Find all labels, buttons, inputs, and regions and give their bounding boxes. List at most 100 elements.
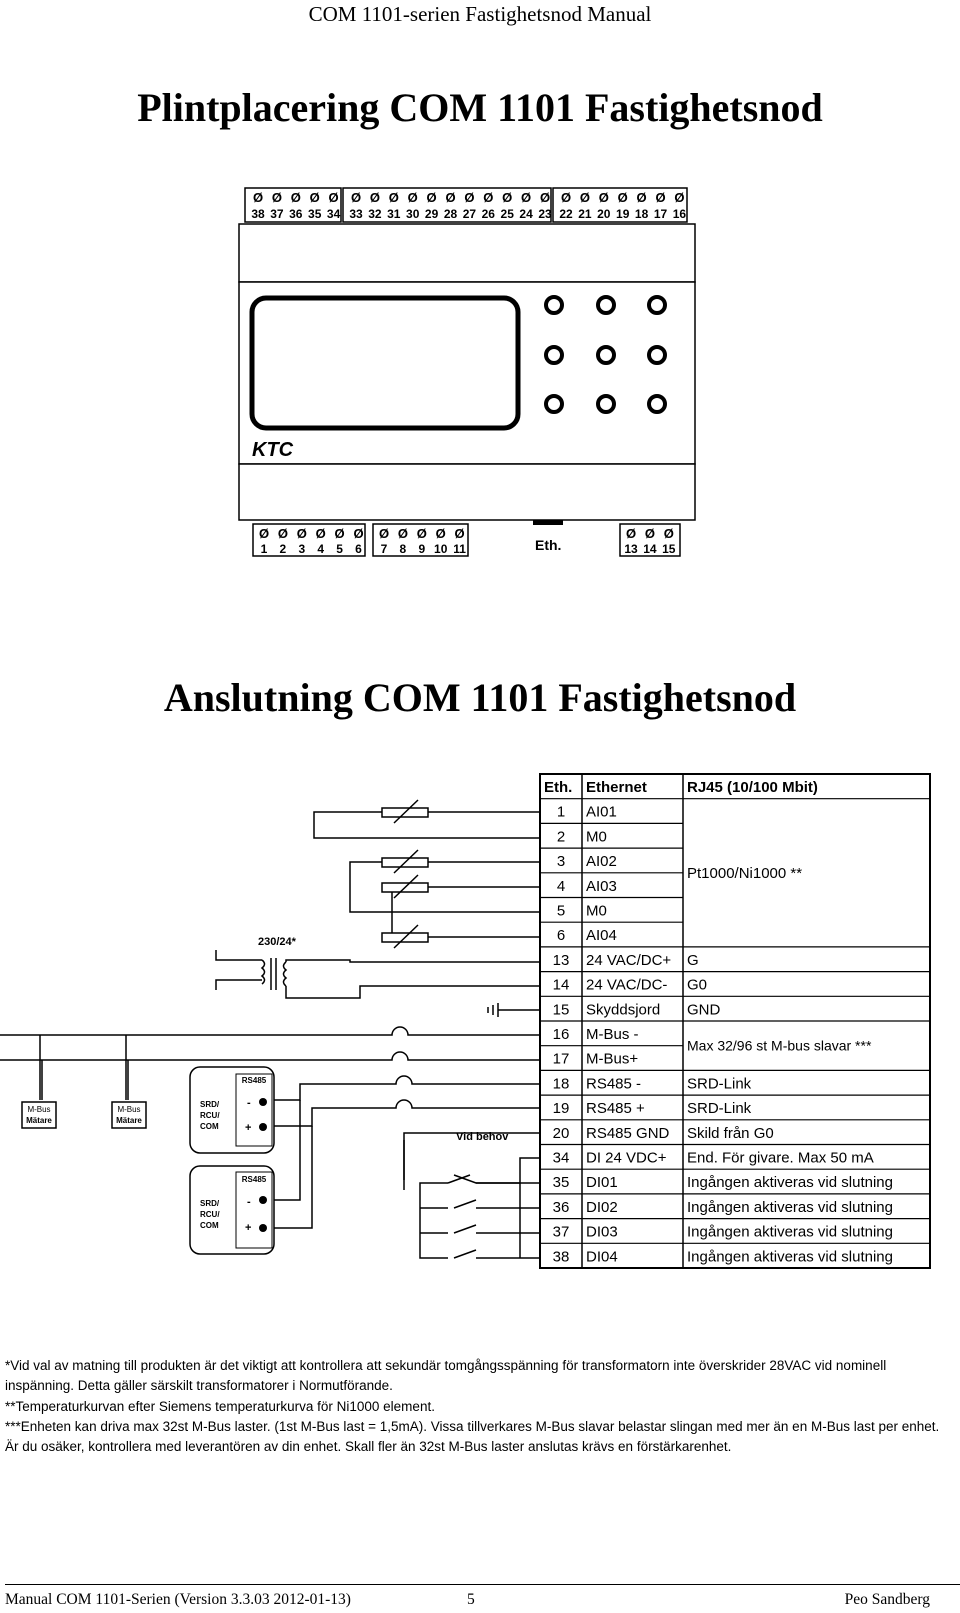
terminal-symbol: Ø <box>483 190 493 205</box>
display-window <box>249 295 521 431</box>
svg-text:Mätare: Mätare <box>116 1116 142 1125</box>
table-cell-signal: AI03 <box>586 878 617 895</box>
terminal-number: 32 <box>368 207 382 221</box>
table-cell-signal: RS485 GND <box>586 1125 670 1142</box>
table-cell-description: Ingången aktiveras vid slutning <box>687 1199 893 1216</box>
terminal-symbol: Ø <box>664 526 674 541</box>
table-cell-signal: DI02 <box>586 1199 618 1216</box>
terminal-symbol: Ø <box>436 526 446 541</box>
table-cell-signal: Skyddsjord <box>586 1001 660 1018</box>
svg-text:COM: COM <box>200 1221 219 1230</box>
table-cell-description: SRD-Link <box>687 1075 752 1092</box>
terminal-number: 19 <box>616 207 630 221</box>
table-cell-signal: M0 <box>586 903 607 920</box>
mbus-meter-1: M-Bus Mätare <box>21 1101 57 1129</box>
footnotes: *Vid val av matning till produkten är de… <box>5 1356 940 1457</box>
brand-logo: KTC <box>252 439 294 461</box>
footer-doc-info: Manual COM 1101-Serien (Version 3.3.03 2… <box>5 1591 351 1608</box>
terminal-number: 6 <box>355 542 362 556</box>
terminal-number: 1 <box>261 542 268 556</box>
svg-text:+: + <box>245 1222 251 1234</box>
terminal-number: 13 <box>624 542 638 556</box>
svg-text:M-Bus: M-Bus <box>27 1105 50 1114</box>
table-cell-terminal: 19 <box>553 1100 570 1117</box>
srd-device-1: RS485 - + SRD/ RCU/ COM <box>189 1066 275 1154</box>
transformer-symbol <box>215 950 540 999</box>
terminal-number: 33 <box>349 207 363 221</box>
table-cell-description: G <box>687 952 699 969</box>
table-cell-mbus-limit: Max 32/96 st M-bus slavar *** <box>687 1038 872 1054</box>
terminal-number: 34 <box>327 207 341 221</box>
terminal-symbol: Ø <box>398 526 408 541</box>
terminal-symbol: Ø <box>370 190 380 205</box>
terminal-symbol: Ø <box>502 190 512 205</box>
terminal-number: 16 <box>673 207 687 221</box>
terminal-symbol: Ø <box>379 526 389 541</box>
table-cell-terminal: 13 <box>553 952 570 969</box>
terminal-number: 22 <box>559 207 573 221</box>
device-drawing: Ø38Ø37Ø36Ø35Ø34Ø33Ø32Ø31Ø30Ø29Ø28Ø27Ø26Ø… <box>238 187 696 557</box>
terminal-number: 3 <box>298 542 305 556</box>
table-cell-terminal: 15 <box>553 1001 570 1018</box>
table-cell-terminal: 34 <box>553 1150 570 1167</box>
terminal-number: 10 <box>434 542 448 556</box>
terminal-symbol: Ø <box>561 190 571 205</box>
table-cell-signal: M-Bus+ <box>586 1051 638 1068</box>
table-cell-terminal: 6 <box>557 927 565 944</box>
table-cell-terminal: 35 <box>553 1174 570 1191</box>
section-title-placement: Plintplacering COM 1101 Fastighetsnod <box>137 85 823 130</box>
terminal-symbol: Ø <box>316 526 326 541</box>
table-cell-terminal: 16 <box>553 1026 570 1043</box>
terminal-symbol: Ø <box>445 190 455 205</box>
table-cell-description: End. För givare. Max 50 mA <box>687 1150 874 1167</box>
terminal-number: 17 <box>654 207 668 221</box>
terminal-symbol: Ø <box>310 190 320 205</box>
terminal-number: 14 <box>643 542 657 556</box>
section-title-connection: Anslutning COM 1101 Fastighetsnod <box>163 675 797 720</box>
terminal-number: 38 <box>251 207 265 221</box>
terminal-symbol: Ø <box>637 190 647 205</box>
table-cell-terminal: 36 <box>553 1199 570 1216</box>
svg-text:RCU/: RCU/ <box>200 1111 220 1120</box>
table-cell-description: SRD-Link <box>687 1100 752 1117</box>
ground-icon <box>487 1003 540 1017</box>
terminal-symbol: Ø <box>645 526 655 541</box>
table-header-cell: RJ45 (10/100 Mbit) <box>687 779 818 796</box>
svg-text:RS485: RS485 <box>242 1076 267 1085</box>
terminal-symbol: Ø <box>599 190 609 205</box>
table-cell-signal: 24 VAC/DC+ <box>586 952 671 969</box>
table-cell-signal: DI03 <box>586 1224 618 1241</box>
terminal-symbol: Ø <box>259 526 269 541</box>
table-cell-signal: M0 <box>586 828 607 845</box>
table-cell-signal: RS485 + <box>586 1100 645 1117</box>
terminal-number: 15 <box>662 542 676 556</box>
terminal-symbol: Ø <box>335 526 345 541</box>
svg-text:-: - <box>247 1097 251 1109</box>
terminal-number: 25 <box>501 207 515 221</box>
footnote-1: *Vid val av matning till produkten är de… <box>5 1358 887 1394</box>
terminal-symbol: Ø <box>278 526 288 541</box>
table-cell-terminal: 5 <box>557 903 565 920</box>
terminal-number: 11 <box>453 542 466 556</box>
footer-author: Peo Sandberg <box>844 1591 930 1608</box>
table-cell-sensor-type: Pt1000/Ni1000 ** <box>687 865 802 882</box>
table-cell-terminal: 2 <box>557 828 565 845</box>
table-cell-description: Ingången aktiveras vid slutning <box>687 1174 893 1191</box>
terminal-symbol: Ø <box>580 190 590 205</box>
svg-text:M-Bus: M-Bus <box>117 1105 140 1114</box>
transformer-label: 230/24* <box>258 936 297 948</box>
table-cell-description: GND <box>687 1001 721 1018</box>
terminal-symbol: Ø <box>389 190 399 205</box>
terminal-symbol: Ø <box>655 190 665 205</box>
table-cell-terminal: 18 <box>553 1075 570 1092</box>
digital-input-switches <box>419 1157 540 1259</box>
terminal-symbol: Ø <box>329 190 339 205</box>
table-cell-terminal: 17 <box>553 1051 570 1068</box>
terminal-number: 23 <box>538 207 552 221</box>
terminal-symbol: Ø <box>626 526 636 541</box>
table-cell-description: G0 <box>687 977 707 994</box>
terminal-number: 37 <box>270 207 284 221</box>
running-header: COM 1101-serien Fastighetsnod Manual <box>308 2 652 26</box>
